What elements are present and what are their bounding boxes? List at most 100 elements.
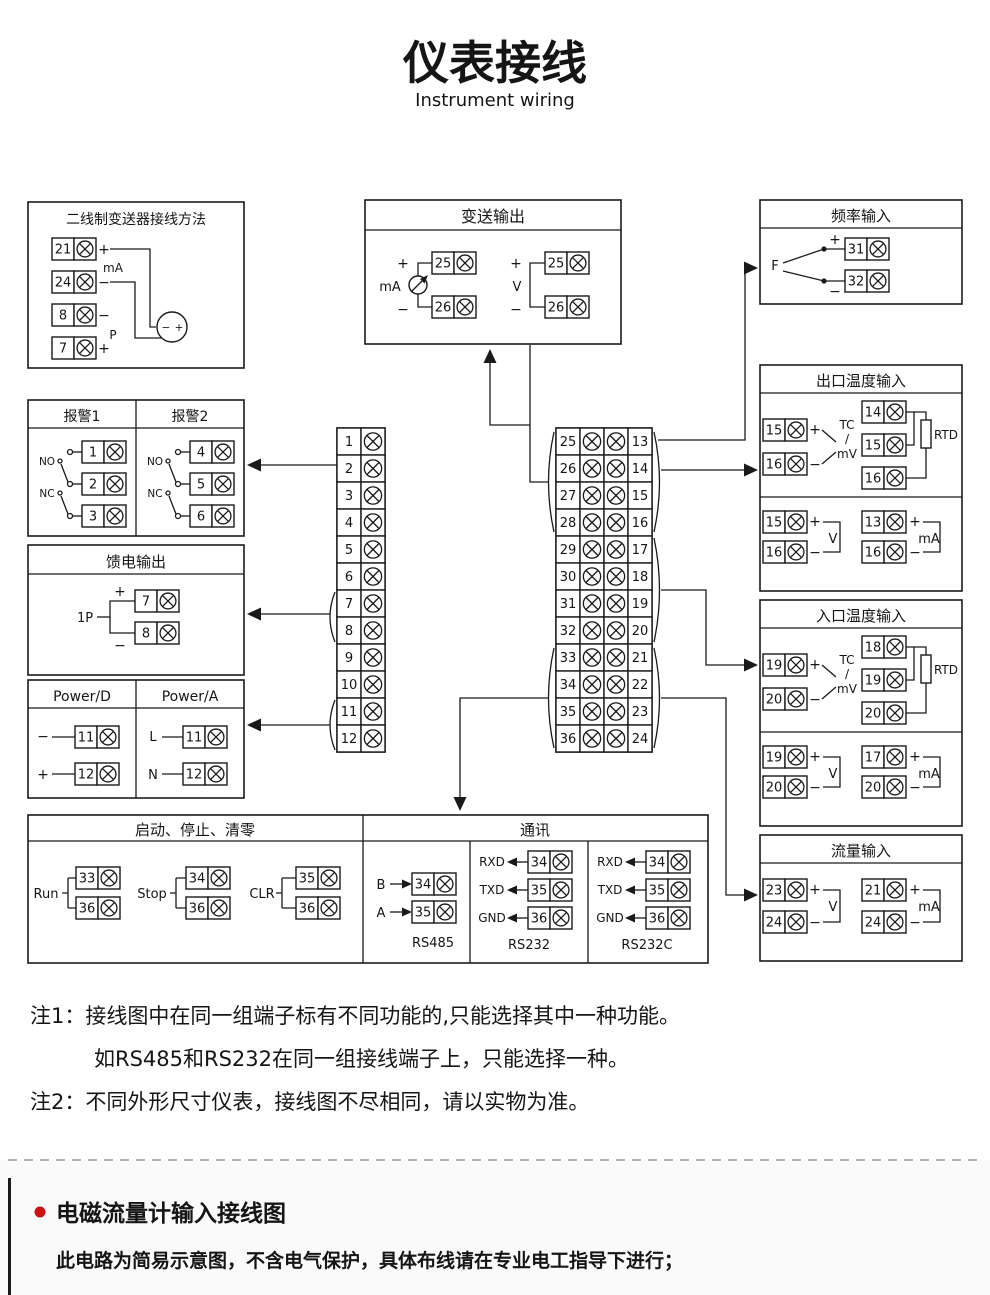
1p-label: 1P — [77, 611, 93, 626]
terminal-number: 8 — [345, 624, 353, 639]
terminal-number: 9 — [345, 651, 353, 666]
screw-terminal-icon — [883, 433, 907, 457]
terminal-number: 36 — [79, 902, 96, 917]
screw-terminal-icon — [883, 510, 907, 534]
footer-caption: 此电路为简易示意图，不含电气保护，具体布线请在专业电工指导下进行； — [56, 1249, 683, 1272]
terminal-number: 20 — [766, 781, 783, 796]
screw-terminal-icon — [73, 303, 97, 327]
terminal-number-cell — [627, 589, 653, 618]
alarm2-switch-icon — [165, 448, 190, 520]
terminal-number: 17 — [632, 543, 649, 558]
box-outlet-temp-input: 出口温度输入 + − TC / mV RTD + − V + − mA — [759, 364, 963, 592]
terminal-number: 30 — [560, 570, 577, 585]
terminal-number: 15 — [865, 439, 882, 454]
screw-terminal-icon — [360, 427, 386, 456]
screw-terminal-icon — [603, 535, 629, 564]
screw-terminal-icon — [566, 295, 590, 319]
terminal-number: 19 — [632, 597, 649, 612]
minus-sign: − — [397, 302, 409, 318]
terminal-number: 16 — [632, 516, 649, 531]
box-title: 入口温度输入 — [816, 607, 906, 625]
plus-sign: + — [809, 749, 821, 765]
terminal-number: 24 — [865, 916, 882, 931]
rs232-label: RS232 — [508, 938, 550, 953]
screw-terminal-icon — [579, 670, 605, 699]
a-label: A — [377, 906, 386, 921]
terminal-number-cell — [336, 508, 362, 537]
screw-terminal-icon — [433, 900, 457, 924]
alarm1-switch-icon — [57, 448, 82, 520]
arrow-up-icon — [483, 349, 497, 363]
terminal-number: 1 — [345, 435, 353, 450]
screw-terminal-icon — [883, 878, 907, 902]
screw-terminal-icon — [883, 400, 907, 424]
terminal-number: 21 — [55, 243, 72, 258]
terminal-number: 32 — [848, 275, 865, 290]
terminal-number: 25 — [548, 257, 565, 272]
screw-terminal-icon — [211, 504, 235, 528]
plus-sign: + — [809, 657, 821, 673]
screw-terminal-icon — [883, 775, 907, 799]
terminal-number: 11 — [78, 731, 95, 746]
terminal-number: 7 — [142, 595, 150, 610]
screw-terminal-icon — [453, 251, 477, 275]
screw-terminal-icon — [883, 540, 907, 564]
txd-label: TXD — [597, 883, 623, 897]
terminal-number: 16 — [865, 546, 882, 561]
ma-label: mA — [379, 280, 401, 295]
terminal-number-cell — [555, 697, 581, 726]
terminal-number-cell — [555, 508, 581, 537]
screw-terminal-icon — [603, 427, 629, 456]
box-frequency-input: 频率输入 F + − — [759, 199, 963, 305]
rs485-label: RS485 — [412, 936, 454, 951]
screw-terminal-icon — [549, 878, 573, 902]
screw-terminal-icon — [667, 850, 691, 874]
rtd-resistor-icon — [920, 654, 932, 684]
minus-sign: − — [510, 302, 522, 318]
screw-terminal-icon — [603, 562, 629, 591]
screw-terminal-icon — [603, 454, 629, 483]
terminal-number: 12 — [186, 768, 203, 783]
box-control-comm: 启动、停止、清零 通讯 Run Stop CLR B A RS485 RXD T… — [27, 814, 709, 964]
screw-terminal-icon — [579, 454, 605, 483]
terminal-number-cell — [555, 616, 581, 645]
screw-terminal-icon — [667, 878, 691, 902]
terminal-number-cell — [627, 670, 653, 699]
screw-terminal-icon — [579, 427, 605, 456]
screw-terminal-icon — [579, 535, 605, 564]
footer-title: 电磁流量计输入接线图 — [56, 1200, 286, 1227]
terminal-number: 33 — [79, 872, 96, 887]
terminal-number: 35 — [531, 884, 548, 899]
terminal-number: 26 — [435, 301, 452, 316]
terminal-number: 3 — [345, 489, 353, 504]
screw-terminal-icon — [603, 589, 629, 618]
screw-terminal-icon — [103, 440, 127, 464]
terminal-number: 19 — [766, 659, 783, 674]
screw-terminal-icon — [784, 910, 808, 934]
minus-sign: − — [809, 915, 821, 931]
screw-terminal-icon — [360, 589, 386, 618]
screw-terminal-icon — [579, 724, 605, 753]
terminal-number: 29 — [560, 543, 577, 558]
screw-terminal-icon — [784, 452, 808, 476]
arrow-right-icon — [744, 888, 758, 902]
box-inlet-temp-input: 入口温度输入 + − TC / mV RTD + − V + − mA — [759, 599, 963, 827]
minus-sign: − — [829, 284, 841, 300]
terminal-number: 4 — [345, 516, 353, 531]
minus-sign: − — [809, 780, 821, 796]
stop-label: Stop — [137, 887, 167, 902]
box-flow-input: 流量输入 + − V + − mA — [759, 834, 963, 962]
terminal-number: 10 — [341, 678, 358, 693]
screw-terminal-icon — [360, 562, 386, 591]
screw-terminal-icon — [883, 635, 907, 659]
box-two-wire-transmitter: 二线制变送器接线方法 − + + mA − − P + — [27, 201, 245, 369]
screw-terminal-icon — [73, 336, 97, 360]
screw-terminal-icon — [73, 270, 97, 294]
nc-label: NC — [39, 488, 54, 500]
terminal-number: 7 — [345, 597, 353, 612]
arrow-left-icon — [247, 607, 261, 621]
terminal-number: 15 — [766, 424, 783, 439]
screw-terminal-icon — [784, 745, 808, 769]
terminal-number: 3 — [89, 510, 97, 525]
arrow-left-icon — [247, 718, 261, 732]
